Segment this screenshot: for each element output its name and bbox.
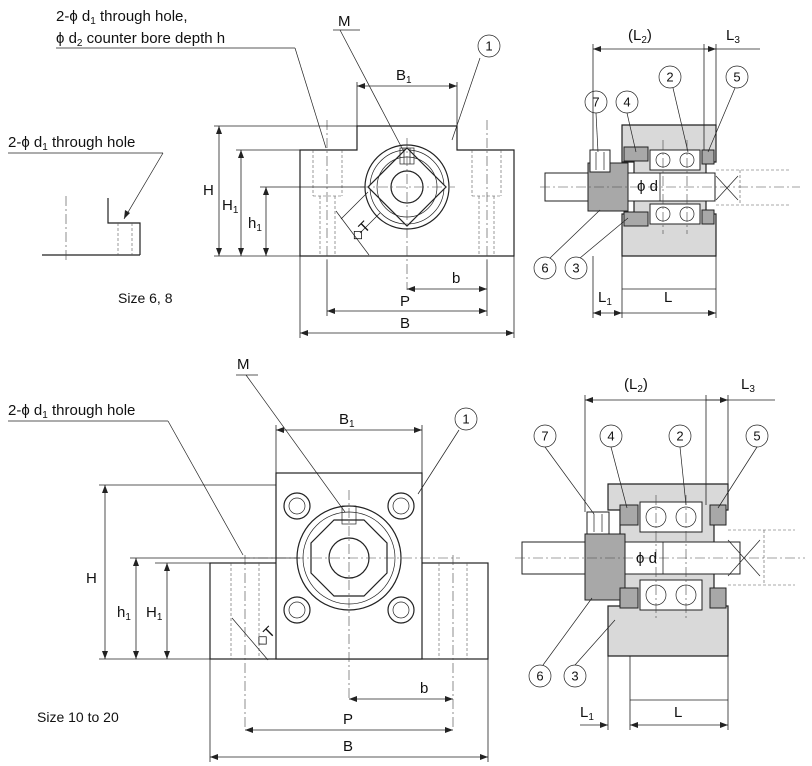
svg-text:4: 4: [607, 429, 614, 444]
svg-text:1: 1: [462, 412, 469, 427]
balloon-4-bottom: [599, 424, 623, 448]
size-small-label: Size 6, 8: [118, 290, 173, 306]
svg-text:3: 3: [571, 669, 578, 684]
label-phid-small: ϕ d: [637, 178, 658, 195]
balloon-2-top: [658, 65, 682, 89]
balloon-5-bottom: [745, 424, 769, 448]
balloon-6-bottom: [528, 664, 552, 688]
balloon-5-top: [725, 65, 749, 89]
svg-text:4: 4: [623, 95, 630, 110]
size-large-label: Size 10 to 20: [37, 709, 119, 725]
hole-note-counterbore-line2: ϕ d2 counter bore depth h: [56, 30, 225, 49]
labels-section-small: (L2) L3 ϕ d L1 L: [598, 27, 740, 308]
labels-section-large: (L2) L3 ϕ d L1 L: [580, 376, 755, 723]
balloon-7-top: [584, 90, 608, 114]
svg-text:2: 2: [676, 429, 683, 444]
label-B1-large: B1: [339, 411, 355, 430]
balloon-2-bottom: [668, 424, 692, 448]
label-h1-large: h1: [117, 604, 131, 623]
block-front-large: [209, 472, 489, 730]
svg-text:5: 5: [753, 429, 760, 444]
label-H-large: H: [86, 570, 97, 587]
label-H1-small: H1: [222, 197, 239, 216]
section-large: [515, 483, 805, 657]
balloons-bottom: 1 7 4 2 5 6 3: [454, 407, 769, 688]
label-L2-large: (L2): [624, 376, 648, 395]
dims-front-small: [56, 29, 515, 338]
svg-text:2: 2: [666, 70, 673, 85]
label-H-small: H: [203, 182, 214, 199]
label-b-large: b: [420, 680, 428, 697]
label-L-large: L: [674, 704, 682, 721]
labels-front-large: 2-ϕ d1 through hole M B1 H h1 H1 ◇T b P …: [8, 356, 428, 755]
label-H1-large: H1: [146, 604, 163, 623]
label-h1-small: h1: [248, 215, 262, 234]
label-phid-large: ϕ d: [636, 550, 657, 567]
label-B1-small: B1: [396, 67, 412, 86]
dims-section-small: [549, 44, 760, 318]
svg-text:6: 6: [541, 261, 548, 276]
hole-note-large-left: 2-ϕ d1 through hole: [8, 402, 135, 421]
hole-note-small-left: 2-ϕ d1 through hole: [8, 134, 135, 153]
hole-detail-small: [8, 152, 164, 260]
balloon-4-top: [615, 90, 639, 114]
label-P-large: P: [343, 711, 353, 728]
dims-section-large: [542, 395, 775, 730]
label-M-small: M: [338, 13, 351, 30]
balloon-1-bottom: [454, 407, 478, 431]
label-L3-large: L3: [741, 376, 755, 395]
label-L-small: L: [664, 289, 672, 306]
svg-text:3: 3: [572, 261, 579, 276]
balloon-7-bottom: [533, 424, 557, 448]
label-L2-small: (L2): [628, 27, 652, 46]
balloon-6-top: [533, 256, 557, 280]
svg-text:1: 1: [485, 39, 492, 54]
label-L3-small: L3: [726, 27, 740, 46]
hole-note-counterbore-line1: 2-ϕ d1 through hole,: [56, 8, 188, 27]
label-B-small: B: [400, 315, 410, 332]
section-small: [540, 124, 800, 257]
label-B-large: B: [343, 738, 353, 755]
svg-text:7: 7: [541, 429, 548, 444]
balloon-1-top: [477, 34, 501, 58]
balloon-3-bottom: [563, 664, 587, 688]
balloons-top: 1 7 4 2 5 6 3: [477, 34, 749, 280]
label-b-small: b: [452, 270, 460, 287]
balloon-3-top: [564, 256, 588, 280]
svg-text:7: 7: [592, 95, 599, 110]
labels-front-small: 2-ϕ d1 through hole, ϕ d2 counter bore d…: [56, 8, 460, 332]
block-front-small: [299, 120, 515, 290]
label-L1-small: L1: [598, 289, 612, 308]
label-M-large: M: [237, 356, 250, 373]
svg-text:6: 6: [536, 669, 543, 684]
svg-text:5: 5: [733, 70, 740, 85]
dims-front-large: [8, 374, 489, 762]
label-L1-large: L1: [580, 704, 594, 723]
label-P-small: P: [400, 293, 410, 310]
